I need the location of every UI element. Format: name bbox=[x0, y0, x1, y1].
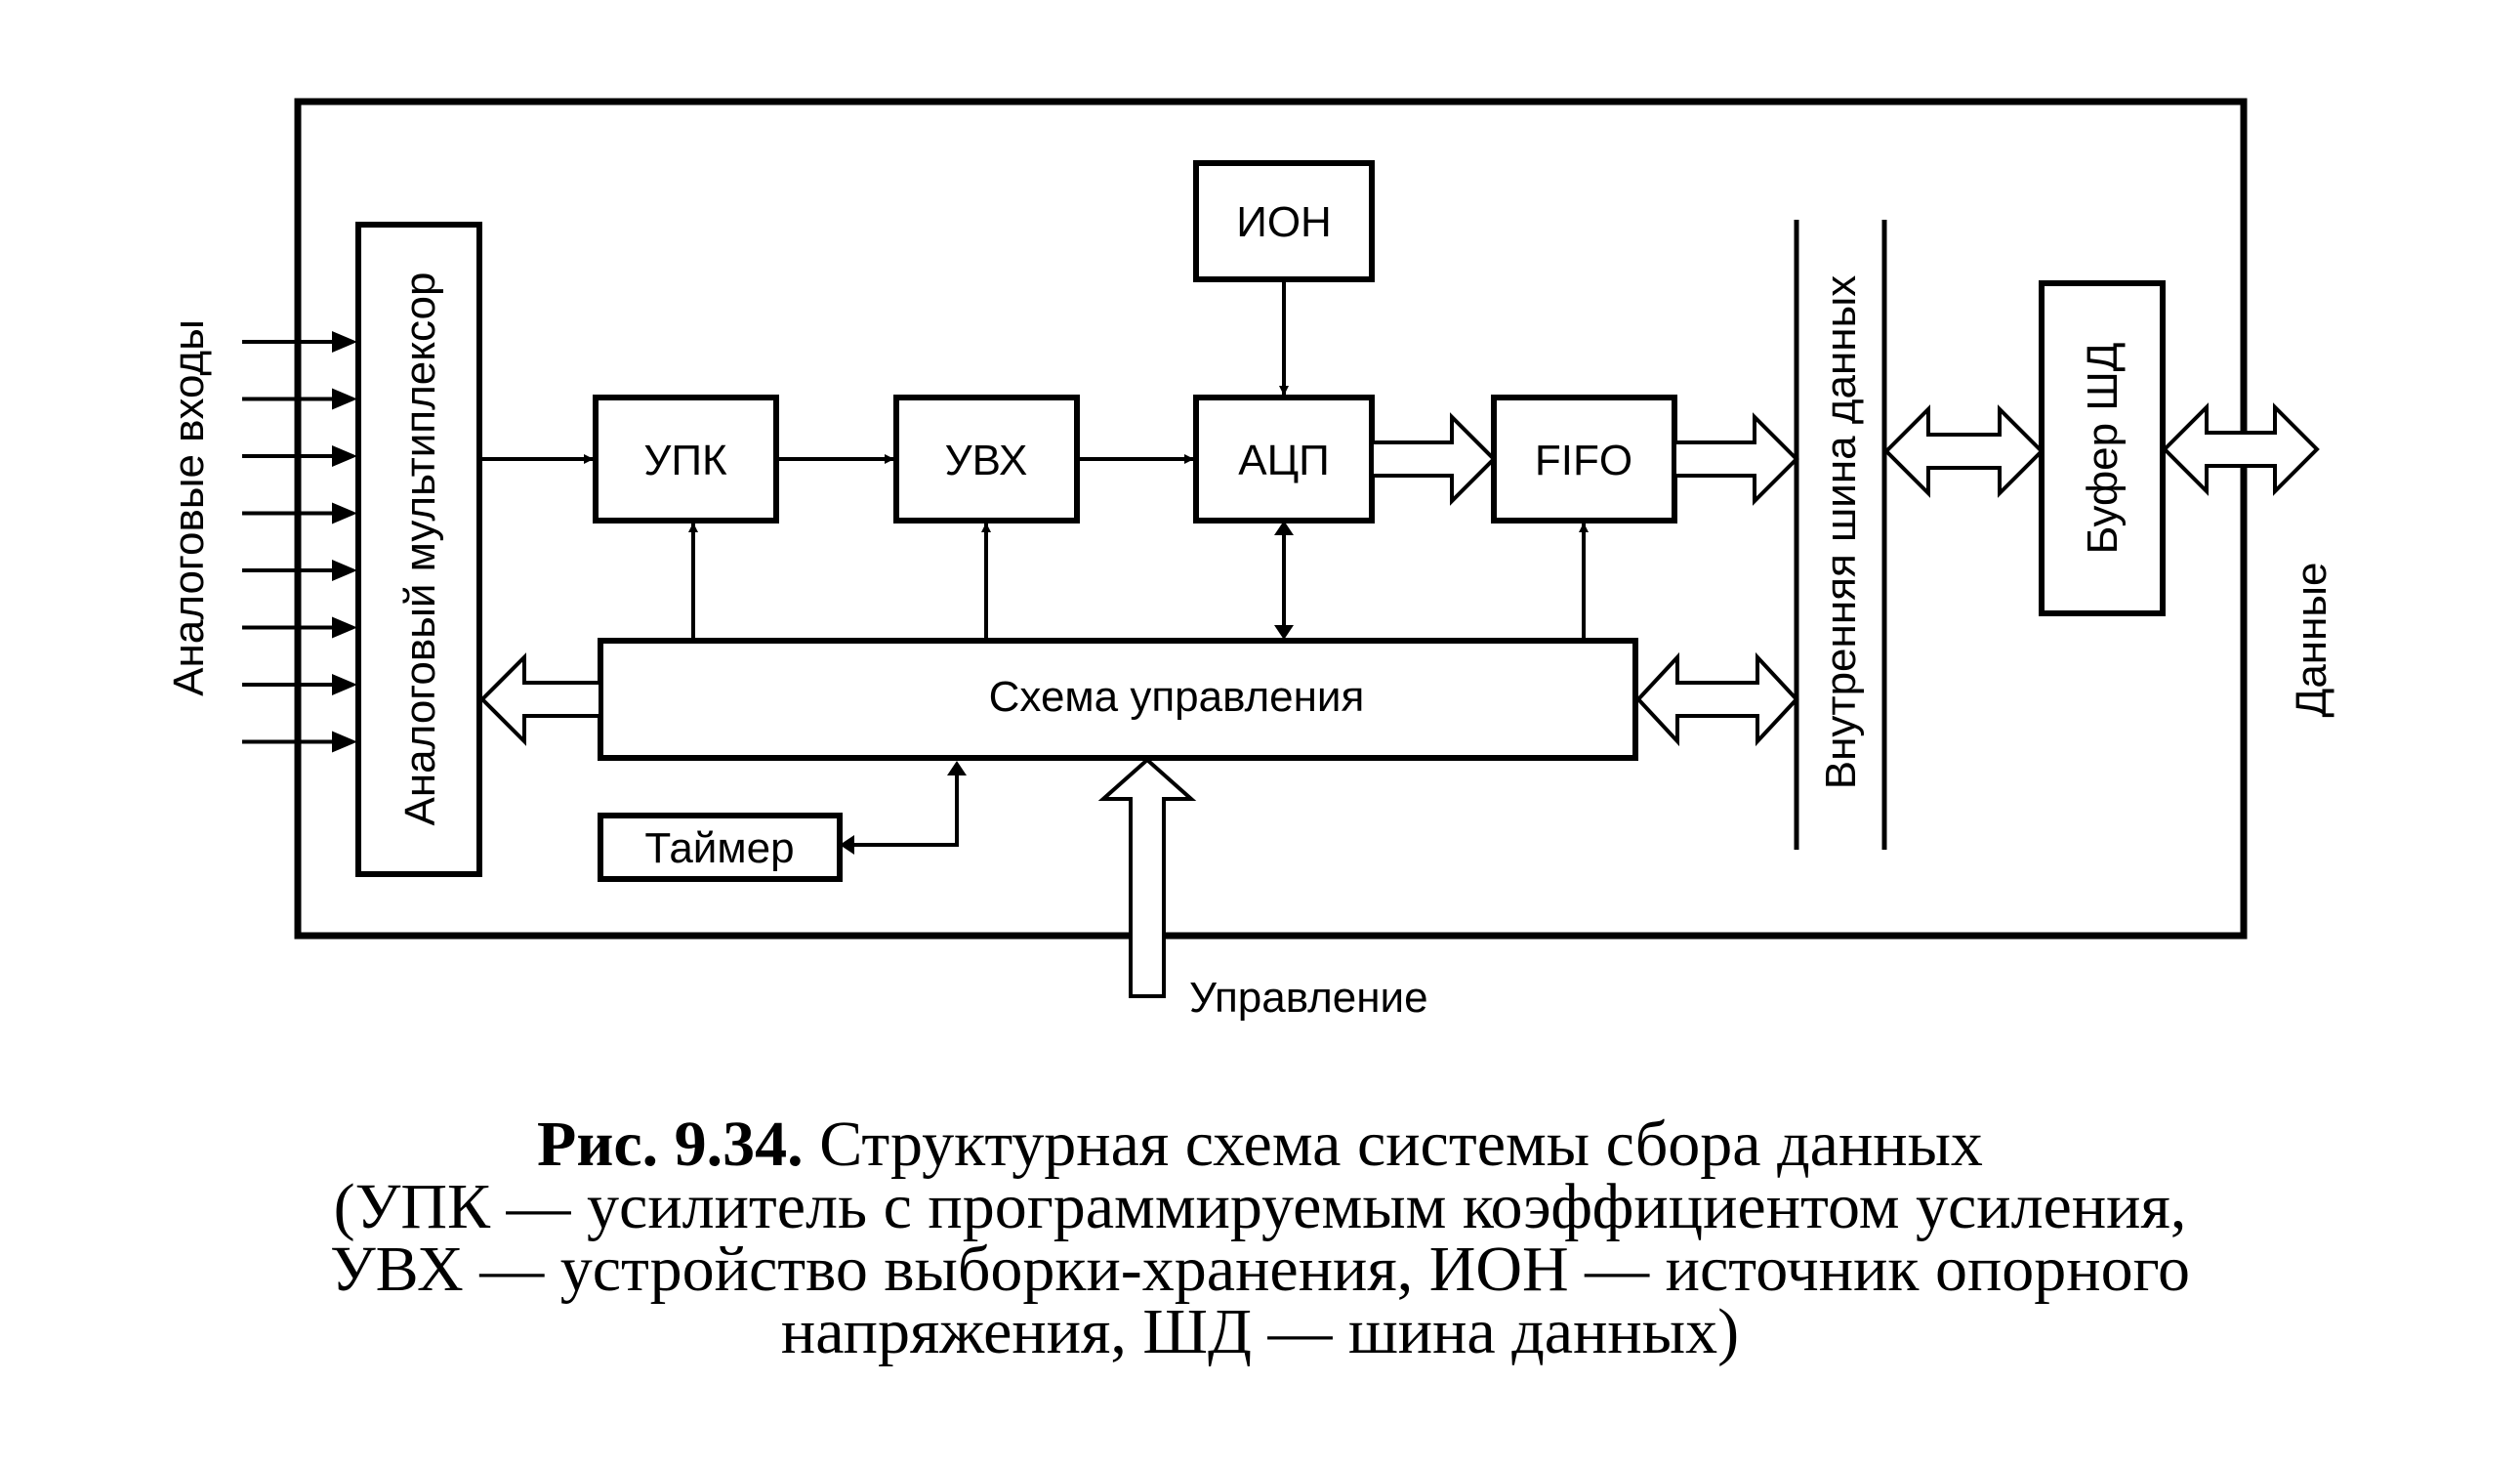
caption-title: Структурная схема системы сбора данных bbox=[819, 1109, 1983, 1180]
ion-block bbox=[1193, 160, 1375, 282]
fifo-label: FIFO bbox=[1535, 437, 1632, 484]
analog-input-arrowhead bbox=[332, 331, 357, 353]
multiplexer-block bbox=[355, 222, 482, 877]
caption-figure-number: Рис. 9.34. bbox=[537, 1109, 804, 1180]
upk-label: УПК bbox=[643, 437, 727, 484]
multiplexer-label: Аналоговый мультиплексор bbox=[396, 272, 444, 826]
uvx-label: УВХ bbox=[945, 437, 1028, 484]
timer-control-link bbox=[851, 774, 959, 847]
analog-input-arrowhead bbox=[332, 731, 357, 753]
analog-inputs-label: Аналоговые входы bbox=[165, 319, 213, 696]
bus-buffer-double-arrow bbox=[1883, 404, 2045, 498]
buffer-data-double-arrow bbox=[2162, 402, 2320, 496]
caption-line-1: Рис. 9.34. Структурная схема системы сбо… bbox=[0, 1112, 2520, 1177]
analog-input-arrowhead bbox=[332, 445, 357, 467]
fifo-block bbox=[1491, 395, 1677, 524]
bus-buffer-label: Буфер ШД bbox=[2079, 343, 2127, 555]
timer-label: Таймер bbox=[644, 824, 794, 872]
analog-input-arrowhead bbox=[332, 388, 357, 410]
control-bus-double-arrow bbox=[1635, 651, 1799, 747]
uvx-block bbox=[893, 395, 1080, 524]
internal-bus-label: Внутренняя шина данных bbox=[1817, 275, 1865, 789]
timer-control-arrowheads bbox=[840, 761, 967, 855]
control-scheme-label: Схема управления bbox=[989, 673, 1365, 721]
analog-input-arrowhead bbox=[332, 502, 357, 524]
adc-to-fifo-bus-arrow bbox=[1370, 412, 1497, 506]
figure-caption: Рис. 9.34. Структурная схема системы сбо… bbox=[0, 1112, 2520, 1367]
adc-label: АЦП bbox=[1238, 437, 1330, 484]
system-frame bbox=[294, 98, 2248, 940]
fifo-to-bus-arrow bbox=[1673, 412, 1799, 506]
external-control-arrow bbox=[1097, 757, 1197, 998]
caption-line-3: УВХ — устройство выборки-хранения, ИОН —… bbox=[329, 1234, 2191, 1305]
data-acquisition-block-diagram: Аналоговые входы Аналоговый мультиплексо… bbox=[165, 98, 2335, 1022]
analog-input-arrows bbox=[242, 331, 357, 753]
ion-label: ИОН bbox=[1236, 198, 1332, 246]
analog-input-arrowhead bbox=[332, 560, 357, 581]
control-to-mux-arrow bbox=[479, 652, 602, 746]
data-output-label: Данные bbox=[2288, 563, 2335, 718]
timer-block bbox=[598, 813, 843, 882]
control-adc-arrowheads bbox=[1274, 521, 1294, 640]
caption-line-4: напряжения, ШД — шина данных) bbox=[780, 1296, 1740, 1367]
analog-input-arrowhead bbox=[332, 616, 357, 639]
external-control-label: Управление bbox=[1189, 974, 1428, 1022]
analog-input-arrowhead bbox=[332, 674, 357, 695]
caption-line-2: (УПК — усилитель с программируемым коэфф… bbox=[333, 1171, 2187, 1242]
upk-block bbox=[593, 395, 779, 524]
bus-buffer-block bbox=[2039, 280, 2166, 616]
